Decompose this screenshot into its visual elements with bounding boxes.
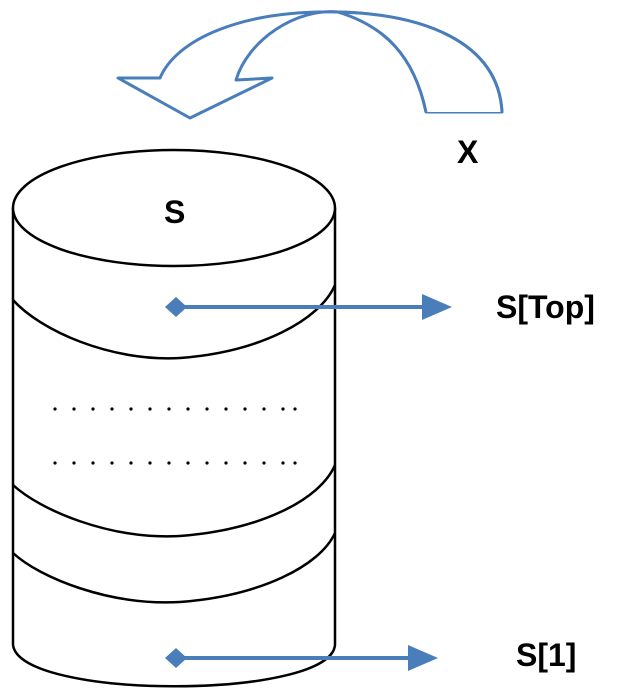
pushed-element-label: X [457, 134, 479, 170]
cylinder-bottom [11, 644, 337, 688]
ellipsis-dots [53, 407, 297, 465]
top-pointer-tail-diamond [165, 297, 187, 317]
top-pointer-label: S[Top] [496, 289, 595, 325]
bottom-pointer-label: S[1] [516, 637, 576, 673]
bottom-pointer-arrow [165, 645, 438, 671]
top-pointer-arrow [165, 294, 452, 320]
push-arrow [116, 10, 504, 120]
bottom-pointer-tail-diamond [165, 648, 187, 668]
stack-cylinder [11, 148, 337, 688]
top-pointer-head [422, 294, 452, 320]
cylinder-top [11, 148, 337, 268]
layer-separator-1 [12, 284, 337, 360]
stack-name-label: S [164, 194, 185, 230]
layer-separator-3 [12, 532, 337, 604]
push-arrow-body [116, 10, 504, 120]
layer-separator-2 [12, 464, 337, 538]
bottom-pointer-head [408, 645, 438, 671]
